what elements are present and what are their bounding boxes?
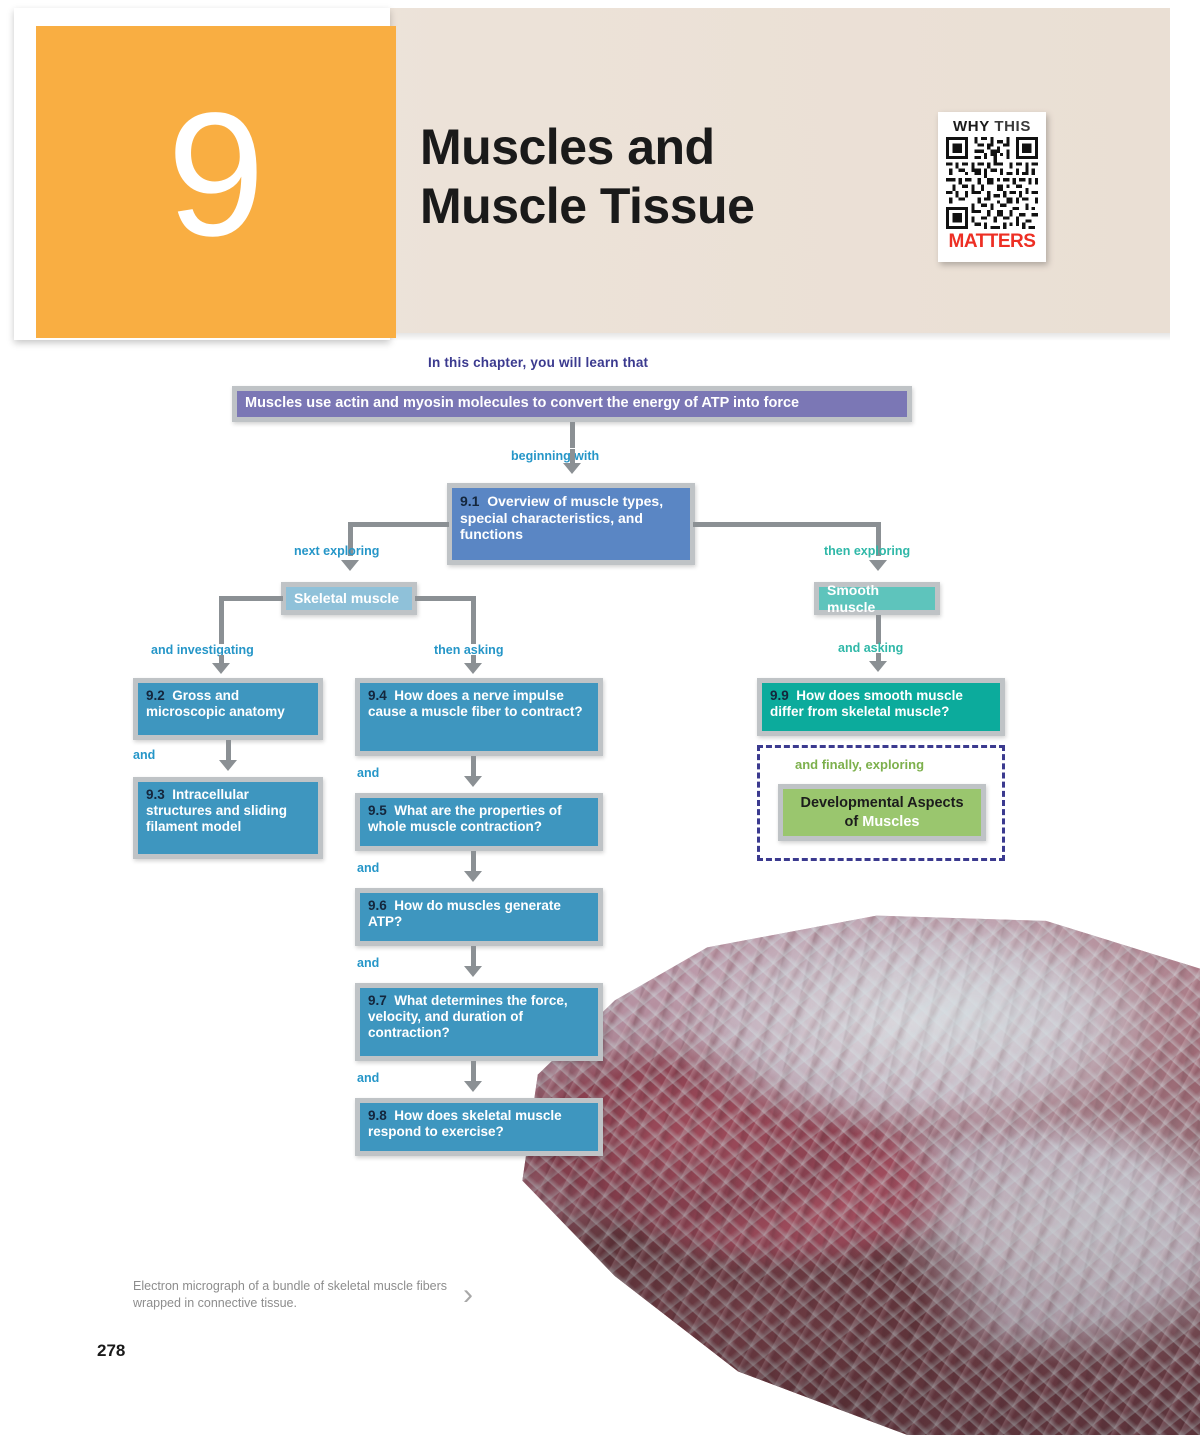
figure-caption: Electron micrograph of a bundle of skele… — [133, 1279, 448, 1311]
connector-label-and-9-7-9-8: and — [357, 1071, 380, 1085]
connector-arrow-to-skeletal — [341, 560, 359, 571]
connector-label-beginning-with: beginning with — [511, 449, 600, 463]
connector-label-then-asking: then asking — [434, 643, 504, 657]
connector-arrow-9-2-to-9-3 — [219, 760, 237, 771]
flowchart-box-9-7-number: 9.7 — [368, 993, 391, 1008]
connector-arrow-9-4-to-9-5 — [464, 776, 482, 787]
chapter-title-line-1: Muscles and — [420, 119, 715, 175]
connector-arrow-to-overview — [563, 463, 581, 474]
flowchart-box-9-9[interactable]: 9.9 How does smooth muscle differ from s… — [757, 678, 1005, 736]
flowchart-box-skeletal-muscle[interactable]: Skeletal muscle — [281, 582, 417, 615]
connector-label-then-exploring: then exploring — [824, 544, 911, 558]
connector-line-overview-right — [693, 522, 881, 527]
connector-label-and-9-4-9-5: and — [357, 766, 380, 780]
connector-arrow-to-9-9 — [869, 661, 887, 672]
connector-label-and-9-6-9-7: and — [357, 956, 380, 970]
connector-arrow-9-6-to-9-7 — [464, 966, 482, 977]
connector-arrow-to-9-4 — [464, 663, 482, 674]
flowchart-box-9-5[interactable]: 9.5 What are the properties of whole mus… — [355, 793, 603, 851]
connector-label-and-9-2-9-3: and — [133, 748, 156, 762]
flowchart-box-9-1-number: 9.1 — [460, 493, 484, 509]
flowchart-box-developmental-aspects[interactable]: Developmental Aspects of Muscles — [778, 784, 986, 841]
badge-matters-label: MATTERS — [948, 231, 1036, 252]
flowchart-box-9-7-text: What determines the force, velocity, and… — [368, 993, 568, 1040]
connector-label-and-asking: and asking — [838, 641, 904, 655]
qr-code-icon[interactable] — [946, 137, 1038, 229]
flowchart-box-9-4-text: How does a nerve impulse cause a muscle … — [368, 688, 583, 719]
connector-line-smooth-drop — [876, 615, 881, 644]
flowchart-box-9-1[interactable]: 9.1 Overview of muscle types, special ch… — [447, 483, 695, 565]
flowchart-box-9-9-number: 9.9 — [770, 688, 793, 703]
badge-this-text: THIS — [994, 118, 1031, 135]
connector-line-right-drop — [876, 522, 881, 556]
chapter-number-tile: 9 — [36, 26, 396, 338]
connector-label-and-9-5-9-6: and — [357, 861, 380, 875]
flowchart-box-9-3-number: 9.3 — [146, 787, 169, 802]
page-number: 278 — [97, 1341, 126, 1360]
developmental-aspects-muscles-word: Muscles — [862, 813, 920, 830]
flowchart-box-smooth-muscle[interactable]: Smooth muscle — [814, 582, 940, 615]
developmental-aspects-of-word: of — [844, 813, 863, 830]
connector-line-skeletal-right — [415, 596, 476, 601]
connector-arrow-9-5-to-9-6 — [464, 871, 482, 882]
connector-arrow-to-9-2 — [212, 663, 230, 674]
flowchart-box-9-2-number: 9.2 — [146, 688, 169, 703]
flowchart-box-9-4[interactable]: 9.4 How does a nerve impulse cause a mus… — [355, 678, 603, 756]
chapter-number: 9 — [167, 77, 265, 273]
flowchart-box-9-5-number: 9.5 — [368, 803, 391, 818]
connector-line-skeletal-left-drop — [219, 596, 224, 644]
connector-line-then-asking-stem — [471, 655, 476, 665]
flowchart-box-9-3[interactable]: 9.3 Intracellular structures and sliding… — [133, 777, 323, 859]
connector-arrow-to-smooth — [869, 560, 887, 571]
flowchart-box-9-8-text: How does skeletal muscle respond to exer… — [368, 1108, 562, 1139]
why-this-matters-badge[interactable]: WHY THIS — [938, 112, 1046, 262]
flowchart-box-9-7[interactable]: 9.7 What determines the force, velocity,… — [355, 983, 603, 1061]
flowchart-box-smooth-muscle-text: Smooth muscle — [827, 581, 880, 615]
flowchart-thesis-text: Muscles use actin and myosin molecules t… — [245, 395, 800, 412]
micrograph-figure — [430, 905, 1200, 1435]
flowchart-box-9-3-text: Intracellular structures and sliding fil… — [146, 787, 288, 834]
flowchart-box-9-8[interactable]: 9.8 How does skeletal muscle respond to … — [355, 1098, 603, 1156]
flowchart-box-9-6[interactable]: 9.6 How do muscles generate ATP? — [355, 888, 603, 946]
connector-line-overview-left — [348, 522, 449, 527]
flowchart-box-skeletal-muscle-text: Skeletal muscle — [294, 590, 400, 607]
flowchart-box-9-9-text: How does smooth muscle differ from skele… — [770, 688, 963, 719]
flowchart-box-9-6-text: How do muscles generate ATP? — [368, 898, 561, 929]
connector-label-next-exploring: next exploring — [294, 544, 380, 558]
connector-line-9-6-to-9-7 — [471, 946, 476, 968]
flowchart-box-9-2-text: Gross and microscopic anatomy — [146, 688, 285, 719]
connector-line-9-2-to-9-3 — [226, 740, 231, 762]
connector-line-9-7-to-9-8 — [471, 1061, 476, 1083]
connector-line-thesis-to-overview — [570, 422, 575, 448]
flowchart-intro-label: In this chapter, you will learn that — [428, 355, 649, 370]
flowchart-box-9-2[interactable]: 9.2 Gross and microscopic anatomy — [133, 678, 323, 740]
chapter-number-card: 9 — [14, 8, 396, 340]
badge-why-this-label: WHY THIS — [946, 119, 1038, 134]
flowchart-box-9-6-number: 9.6 — [368, 898, 391, 913]
flowchart-box-9-1-text: Overview of muscle types, special charac… — [460, 493, 664, 543]
flowchart-box-9-5-text: What are the properties of whole muscle … — [368, 803, 562, 834]
chapter-title-line-2: Muscle Tissue — [420, 178, 755, 234]
connector-line-9-5-to-9-6 — [471, 851, 476, 873]
connector-line-skeletal-right-drop — [471, 596, 476, 644]
connector-line-and-investigating-stem — [219, 655, 224, 665]
connector-line-and-asking-stem — [876, 653, 881, 663]
flowchart-box-9-8-number: 9.8 — [368, 1108, 391, 1123]
connector-label-and-finally-exploring: and finally, exploring — [795, 757, 925, 772]
connector-label-and-investigating: and investigating — [151, 643, 254, 657]
flowchart-box-9-4-number: 9.4 — [368, 688, 391, 703]
connector-line-left-drop — [348, 522, 353, 556]
developmental-aspects-region — [757, 745, 1005, 861]
connector-line-skeletal-left — [219, 596, 283, 601]
connector-line-9-4-to-9-5 — [471, 756, 476, 778]
chevron-right-icon: › — [463, 1278, 473, 1311]
badge-why-text: WHY — [953, 118, 990, 135]
connector-line-beginning-with-stem — [570, 449, 575, 463]
connector-arrow-9-7-to-9-8 — [464, 1081, 482, 1092]
developmental-aspects-line-1: Developmental Aspects — [800, 795, 964, 812]
header-band-shadow — [22, 333, 1170, 341]
page-title: Muscles and Muscle Tissue — [420, 118, 920, 236]
flowchart-thesis-box[interactable]: Muscles use actin and myosin molecules t… — [232, 386, 912, 422]
